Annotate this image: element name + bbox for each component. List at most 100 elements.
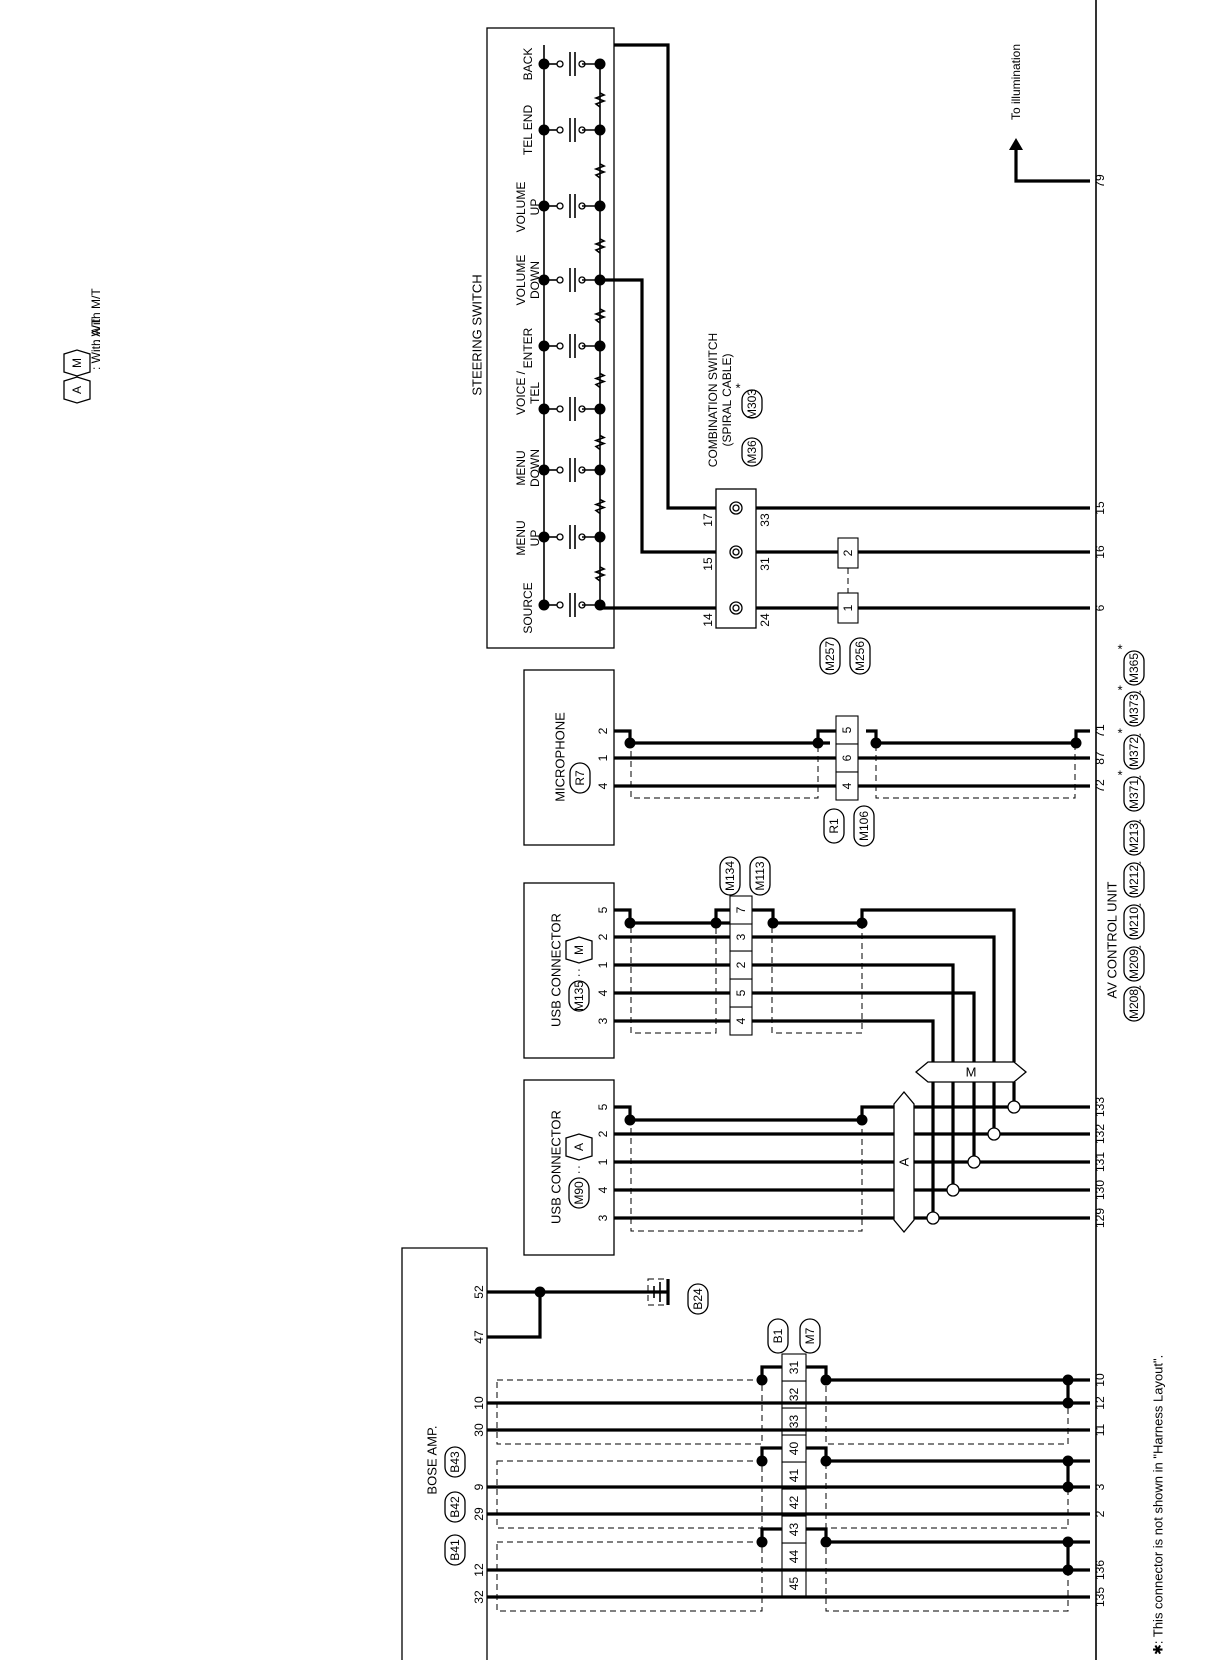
av-pin-number: 133 — [1093, 1097, 1107, 1117]
bose-amp-title: BOSE AMP. — [425, 1425, 440, 1494]
wire-bose-drain — [806, 1527, 1068, 1544]
connector-M213: M213 — [1123, 820, 1145, 856]
legend-text: : With M/T — [89, 288, 103, 343]
connector-code-text: M134 — [723, 861, 737, 891]
pin-number: 6 — [840, 754, 854, 761]
switch-node — [594, 340, 606, 352]
steering-button-label: UP — [528, 530, 542, 547]
steering-button-label: VOLUME — [514, 182, 528, 233]
switch-node — [538, 599, 550, 611]
steering-button-label: ENTER — [521, 327, 535, 368]
splice-dot — [1062, 1481, 1074, 1493]
separator: , — [1138, 852, 1141, 866]
connector-B24: B24 — [687, 1283, 709, 1315]
steering-button-label: MENU — [514, 450, 528, 485]
wire-usb-mt-to-M — [860, 908, 1016, 1062]
av-pin-number: 2 — [1093, 1510, 1107, 1517]
pin-number: 2 — [596, 933, 610, 940]
pin-number: 5 — [596, 1103, 610, 1110]
mic-shield — [630, 742, 819, 799]
pin-number: 33 — [787, 1415, 801, 1429]
variant-letter: M — [572, 945, 586, 955]
switch-node — [594, 124, 606, 136]
separator: , — [1138, 766, 1141, 780]
pin-number: 12 — [472, 1563, 486, 1577]
connector-M257: M257 — [819, 637, 841, 675]
connector-capsule — [823, 808, 845, 844]
av-pin-number: 3 — [1093, 1483, 1107, 1490]
connector-code-text: M113 — [753, 861, 767, 890]
wire-usb-mt-drain — [714, 908, 730, 923]
av-control-unit-title: AV CONTROL UNIT — [1105, 881, 1120, 998]
junction-ring — [926, 1211, 940, 1225]
wire-usb-mt-2 — [752, 935, 996, 1062]
connector-capsule — [719, 856, 741, 896]
switch-node — [594, 531, 606, 543]
steering-button-label: DOWN — [528, 449, 542, 487]
connector-M212: M212 — [1123, 862, 1145, 898]
microphone-title: MICROPHONE — [553, 712, 568, 802]
pin-number: 1 — [596, 1158, 610, 1165]
steering-switch-title: STEERING SWITCH — [470, 274, 485, 395]
connector-code-text: M257 — [823, 641, 837, 671]
resistor — [593, 238, 607, 254]
av-pin-number: 12 — [1093, 1396, 1107, 1410]
bose-shield — [496, 1541, 763, 1612]
connector-M90: M90 — [568, 1177, 590, 1209]
connector-M303: M303* — [735, 381, 763, 419]
pin-number: 4 — [596, 782, 610, 789]
wire-usb-mt-1 — [752, 963, 955, 1062]
pin-number: 7 — [734, 906, 748, 913]
connector-capsule — [1123, 650, 1145, 686]
av-pin-number: 72 — [1093, 779, 1107, 793]
legend-text: : With A/T — [89, 317, 103, 370]
connector-M7: M7 — [799, 1318, 821, 1354]
pin-number: 3 — [734, 933, 748, 940]
wire-ground — [487, 1290, 542, 1339]
av-pin-number: 16 — [1093, 545, 1107, 559]
connector-B1: B1 — [767, 1318, 789, 1354]
switch-node — [538, 531, 550, 543]
variant-hexagon — [63, 376, 91, 404]
variant-letter: A — [70, 386, 84, 394]
connector-code-text: M212 — [1127, 865, 1141, 895]
pin-number: 2 — [734, 961, 748, 968]
arrow-head — [1009, 138, 1023, 150]
connector-code-text: M213 — [1127, 823, 1141, 853]
separator: , — [1138, 681, 1141, 695]
ground-outline — [647, 1278, 669, 1306]
wire-back — [614, 43, 725, 510]
pin-number: 14 — [701, 613, 715, 627]
steering-button-label: SOURCE — [521, 582, 535, 633]
connector-capsule — [568, 1177, 590, 1209]
wire-bose-drain — [760, 1446, 782, 1461]
connector-code-text: M7 — [803, 1327, 817, 1344]
resistor — [593, 372, 607, 389]
legend-symbol-M: M — [63, 349, 91, 377]
connector-M113: M113 — [749, 856, 771, 896]
switch-contact — [556, 60, 564, 68]
switch-node — [594, 200, 606, 212]
pin-number: 2 — [596, 1130, 610, 1137]
junction-bar — [914, 1061, 1028, 1083]
steering-button-label: VOICE / — [514, 370, 528, 415]
pin-number: 2 — [596, 727, 610, 734]
bose-amp-box — [401, 1247, 488, 1660]
switch-contact — [556, 405, 564, 413]
asterisk-mark: * — [1117, 768, 1122, 783]
connector-capsule — [568, 980, 590, 1012]
separator: , — [1138, 976, 1141, 990]
junction-letter: M — [966, 1065, 977, 1080]
inline-pin — [781, 1542, 807, 1571]
pin-number: 31 — [758, 557, 772, 571]
illumination-label: To illumination — [1009, 44, 1023, 120]
connector-code-text: M36 — [745, 440, 759, 464]
pin-number: 15 — [701, 557, 715, 571]
pin-number: 44 — [787, 1550, 801, 1564]
pin-number: 31 — [787, 1361, 801, 1375]
pin-number: 4 — [734, 1017, 748, 1024]
pin-number: 29 — [472, 1507, 486, 1521]
pin-number: 32 — [472, 1590, 486, 1604]
connector-code-text: M373 — [1127, 694, 1141, 724]
connector-B41: B41 — [444, 1534, 466, 1566]
